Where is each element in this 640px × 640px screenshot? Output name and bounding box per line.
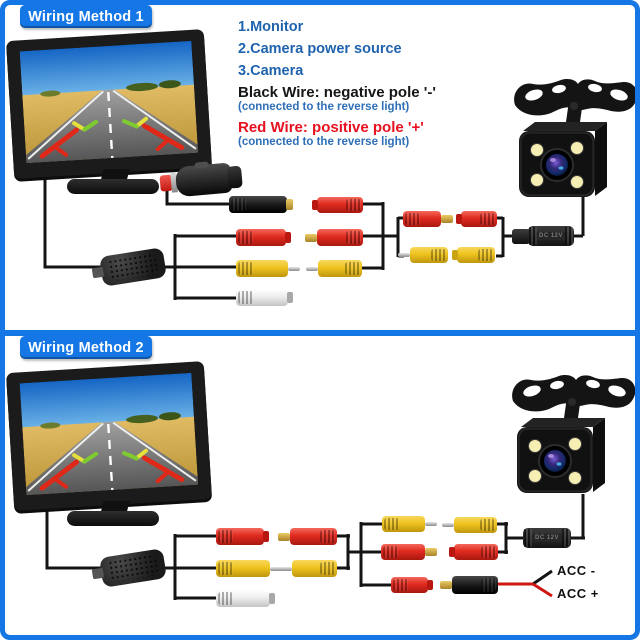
red-dc-female-connector <box>449 544 498 560</box>
legend-item-camera: 3.Camera <box>238 63 304 79</box>
red-rca-female-connector <box>236 229 291 246</box>
legend-item-monitor: 1.Monitor <box>238 19 304 35</box>
red-wire-note-title: Red Wire: positive pole '+' <box>238 119 424 136</box>
red-dc-female-connector <box>456 211 497 227</box>
power-filter-box: DC 12V <box>523 528 571 548</box>
car-charger-graphic <box>159 157 246 202</box>
yellow-rca-male-connector <box>216 560 282 577</box>
legend-item-camera-power: 2.Camera power source <box>238 41 402 57</box>
cable-splitter-box <box>99 548 167 588</box>
yellow-rca-male-connector <box>398 247 448 263</box>
black-dc-power-jack <box>440 576 498 594</box>
backup-camera-graphic <box>511 374 635 494</box>
acc-minus-label: ACC - <box>557 563 596 578</box>
yellow-rca-female-connector <box>452 247 495 263</box>
monitor-graphic <box>5 29 213 179</box>
backup-camera-graphic <box>513 78 635 198</box>
panel-title: Wiring Method 1 <box>28 8 144 25</box>
acc-plus-label: ACC + <box>557 586 599 601</box>
red-dc-male-connector <box>305 229 363 246</box>
yellow-rca-male-connector <box>382 516 437 532</box>
yellow-rca-male-connector <box>236 260 300 277</box>
monitor-stand-base <box>67 179 159 194</box>
panel-title: Wiring Method 2 <box>28 339 144 356</box>
panel-title-badge: Wiring Method 1 <box>20 5 152 28</box>
black-wire-note-title: Black Wire: negative pole '-' <box>238 84 436 101</box>
monitor-screen <box>20 41 199 163</box>
red-wire-note-sub: (connected to the reverse light) <box>238 136 410 148</box>
yellow-rca-male-connector <box>442 517 497 533</box>
yellow-rca-male-connector <box>306 260 362 277</box>
red-dc-male-connector <box>381 544 437 560</box>
red-rca-female-connector <box>216 528 269 545</box>
white-rca-female-connector <box>216 590 275 607</box>
monitor-graphic <box>5 361 213 511</box>
power-filter-label: DC 12V <box>535 232 566 240</box>
white-rca-female-connector <box>236 289 293 306</box>
cable-splitter-box <box>99 247 167 287</box>
monitor-screen <box>20 373 199 495</box>
panel-title-badge: Wiring Method 2 <box>20 336 152 359</box>
yellow-rca-male-connector <box>280 560 337 577</box>
power-filter-box: DC 12V <box>528 226 574 246</box>
red-dc-male-connector <box>403 211 453 227</box>
black-wire-note-sub: (connected to the reverse light) <box>238 101 410 113</box>
power-filter-label: DC 12V <box>531 534 562 542</box>
charger-cap <box>226 165 243 189</box>
black-dc-barrel-connector <box>229 196 293 213</box>
red-rca-female-connector <box>312 197 363 213</box>
red-rca-female-connector <box>391 577 433 593</box>
monitor-stand-base <box>67 511 159 526</box>
red-dc-male-connector <box>278 528 337 545</box>
